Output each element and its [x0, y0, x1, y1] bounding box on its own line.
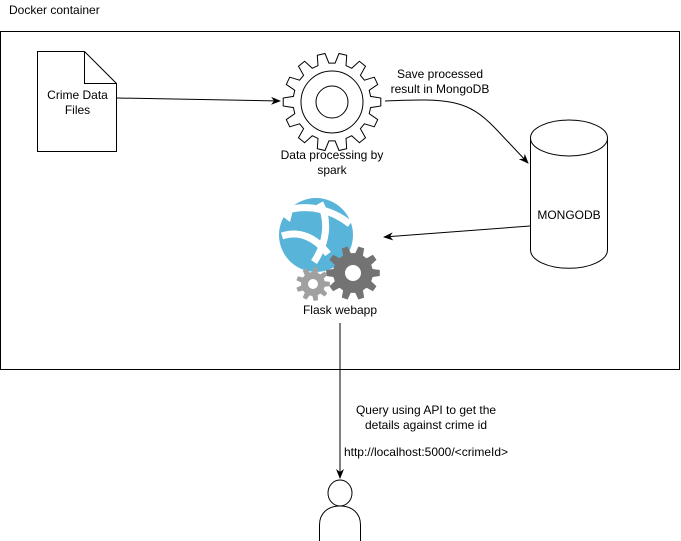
edge-spark-to-mongodb — [384, 99, 529, 164]
user-icon[interactable] — [319, 479, 361, 541]
spark-label: Data processing by spark — [280, 148, 384, 177]
edge-files-to-spark — [116, 96, 281, 105]
edge-mongodb-to-flask — [383, 225, 531, 241]
flask-webapp-label: Flask webapp — [302, 303, 378, 317]
query-url-label: http://localhost:5000/<crimeId> — [343, 445, 509, 459]
gear-icon[interactable] — [282, 52, 382, 152]
crime-data-files-label: Crime Data Files — [47, 88, 108, 117]
query-edge-label: Query using API to get the details again… — [355, 403, 497, 432]
azure-webapp-gears-icon[interactable] — [279, 198, 380, 301]
container-label: Docker container — [9, 3, 100, 17]
save-edge-label: Save processed result in MongoDB — [390, 67, 490, 96]
document-icon[interactable] — [37, 51, 117, 152]
mongodb-label: MONGODB — [537, 208, 601, 222]
database-cylinder-icon[interactable] — [530, 119, 608, 269]
